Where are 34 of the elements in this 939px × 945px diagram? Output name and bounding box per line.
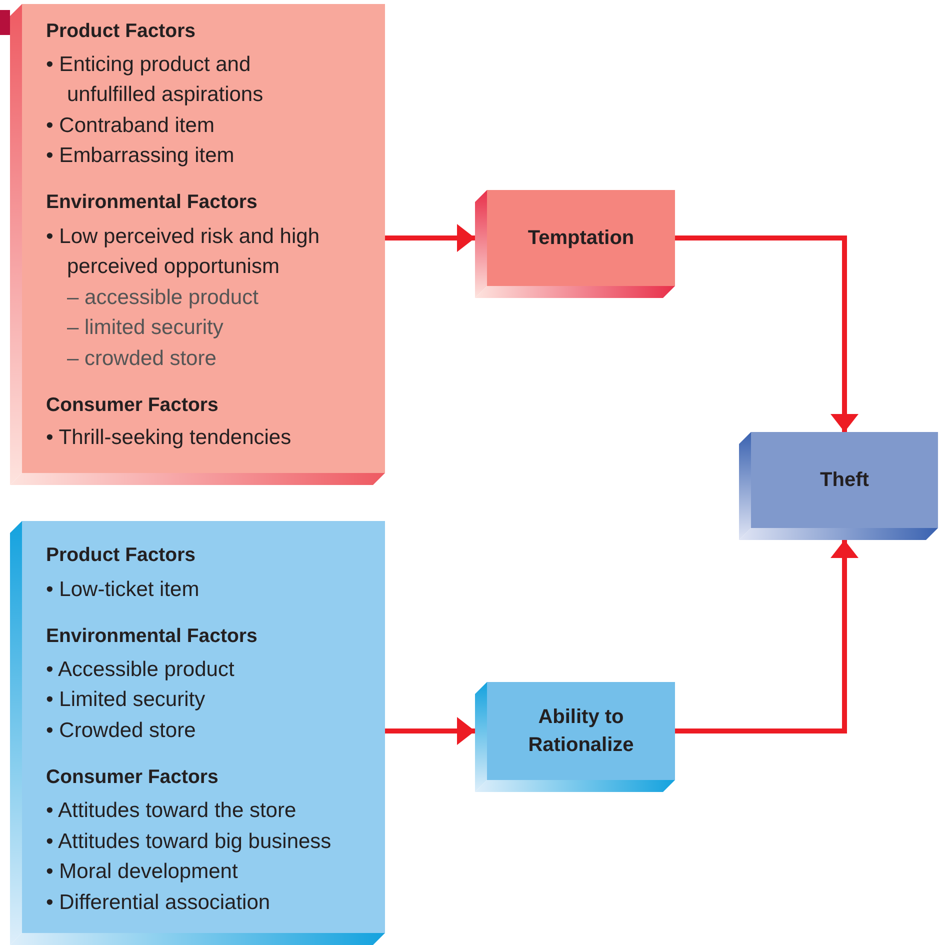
bullet-item: • Low-ticket item — [46, 577, 200, 603]
section-heading: Product Factors — [46, 19, 197, 44]
bullet-item: • Differential association — [46, 890, 272, 916]
bullet-item: • Moral development — [46, 859, 239, 885]
bullet-item: • Embarrassing item — [46, 143, 236, 169]
bullet-item: • Limited security — [46, 687, 206, 713]
factor-panel — [10, 521, 385, 945]
bullet-item: • Attitudes toward big business — [46, 829, 332, 855]
bullet-item: • Thrill-seeking tendencies — [46, 425, 292, 451]
outcome-box — [739, 432, 938, 540]
arrow — [675, 236, 858, 432]
process-box — [475, 190, 675, 298]
box-label: Ability to Rationalize — [527, 705, 635, 758]
bullet-item: • Low perceived risk and high perceived opportunism — [46, 224, 321, 280]
sub-item: – limited security — [66, 315, 224, 341]
section-heading: Consumer Factors — [46, 765, 220, 790]
section-heading: Consumer Factors — [46, 393, 220, 418]
process-box — [475, 682, 675, 792]
section-heading: Product Factors — [46, 543, 197, 568]
sub-item: – accessible product — [66, 285, 260, 311]
box-label: Temptation — [526, 226, 636, 251]
bullet-item: • Attitudes toward the store — [46, 798, 298, 824]
bullet-item: • Contraband item — [46, 113, 216, 139]
bullet-item: • Enticing product and unfulfilled aspirations — [46, 52, 264, 108]
factor-panel — [10, 4, 385, 485]
bullet-item: • Crowded store — [46, 718, 197, 744]
arrow — [385, 224, 475, 252]
arrow — [675, 540, 858, 734]
bullet-item: • Accessible product — [46, 657, 236, 683]
section-heading: Environmental Factors — [46, 190, 258, 215]
box-label: Theft — [819, 468, 870, 493]
arrow — [385, 717, 475, 745]
section-heading: Environmental Factors — [46, 624, 258, 649]
sub-item: – crowded store — [66, 346, 218, 372]
